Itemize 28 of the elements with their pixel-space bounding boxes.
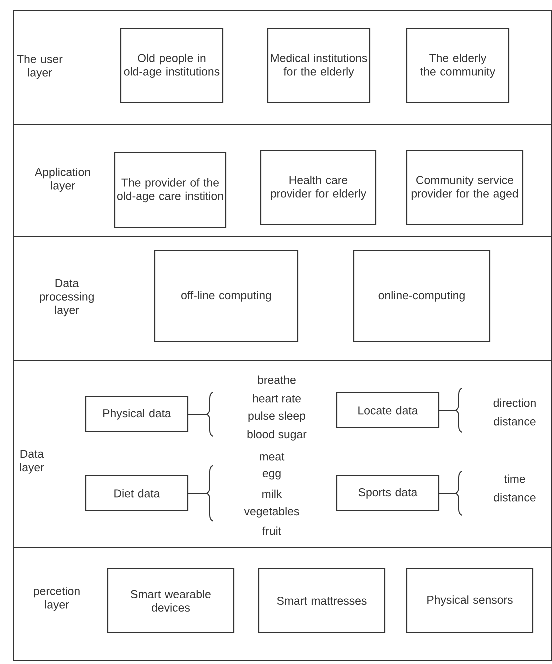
component-box: Diet data [85,475,189,512]
data-item: time [504,474,526,484]
component-box: The provider of the old-age care instition [114,152,227,229]
component-box: Old people in old-age institutions [120,28,224,104]
data-item: distance [494,417,536,426]
data-item: milk [262,490,282,498]
component-box: Smart mattresses [258,568,386,634]
data-item: egg [262,471,281,480]
data-item: fruit [262,526,282,536]
data-item: pulse sleep [248,412,306,422]
data-item: vegetables [244,507,300,518]
component-box: off-line computing [154,250,299,343]
component-box: Physical sensors [406,568,534,634]
data-item: distance [494,493,536,502]
component-box: Medical institutions for the elderly [267,28,371,104]
component-box: The elderly the community [406,28,510,104]
data-item: direction [494,398,536,408]
data-item: meat [260,453,285,461]
component-box: Sports data [336,475,440,512]
component-box: online-computing [353,250,491,343]
component-box: Smart wearable devices [107,568,235,634]
component-box: Physical data [85,396,189,433]
component-box: Health care provider for elderly [260,150,377,226]
component-box: Community service provider for the aged [406,150,524,226]
component-box: Locate data [336,392,440,429]
data-item: blood sugar [248,430,307,441]
data-item: breathe [258,376,296,384]
data-item: heart rate [253,394,301,403]
